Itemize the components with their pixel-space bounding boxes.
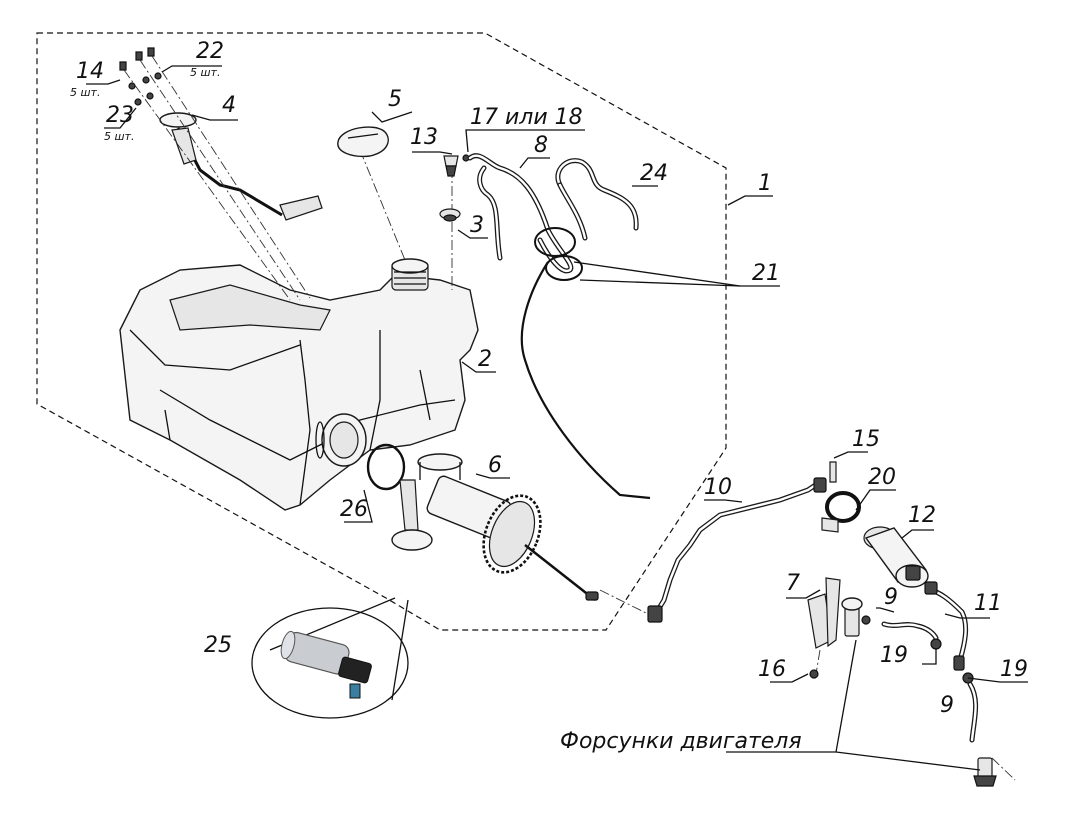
- label-4: 4: [222, 93, 236, 118]
- label-19b: 19: [1000, 657, 1028, 682]
- hose-11: [924, 581, 969, 671]
- label-22: 22: [196, 39, 224, 64]
- vent-hose-24: [555, 158, 639, 241]
- label-3: 3: [470, 213, 484, 238]
- pressure-regulator: [841, 597, 871, 637]
- axis-line-cap: [359, 149, 406, 261]
- label-26: 26: [340, 497, 368, 522]
- nut-16: [809, 669, 819, 679]
- label-19a: 19: [880, 643, 908, 668]
- fuel-pump-module: [391, 453, 599, 601]
- label-12: 12: [908, 503, 936, 528]
- label-20: 20: [868, 465, 896, 490]
- leader-lines: [86, 65, 1028, 771]
- axis-line-screws-2: [139, 59, 301, 301]
- label-21: 21: [752, 261, 780, 286]
- label-24: 24: [640, 161, 668, 186]
- screws-14-22-23: [119, 47, 162, 106]
- note-14-qty: 5 шт.: [70, 86, 100, 99]
- label-25: 25: [204, 633, 232, 658]
- label-10: 10: [704, 475, 732, 500]
- clamp-20: [821, 491, 861, 533]
- label-16: 16: [758, 657, 786, 682]
- fuel-tank: [119, 258, 479, 511]
- label-7: 7: [786, 571, 800, 596]
- label-13: 13: [410, 125, 438, 150]
- fuel-line-10: [647, 477, 827, 623]
- note-23-qty: 5 шт.: [104, 130, 134, 143]
- long-vent-line: [520, 261, 651, 500]
- label-5: 5: [388, 87, 402, 112]
- in-tank-pump-25: [280, 630, 372, 699]
- label-11: 11: [974, 591, 1002, 616]
- bolt-15: [829, 461, 837, 483]
- fuel-filter-12: [863, 526, 929, 588]
- label-23: 23: [106, 103, 134, 128]
- injector-fitting: [973, 757, 1016, 787]
- fuel-level-sender: [159, 112, 323, 221]
- label-17-18: 17 или 18: [470, 105, 583, 130]
- grommet-3: [439, 208, 461, 222]
- note-22-qty: 5 шт.: [190, 66, 220, 79]
- clamp-21-b: [545, 255, 583, 281]
- label-14: 14: [76, 59, 104, 84]
- label-9a: 9: [884, 585, 898, 610]
- callout-circle-25: [251, 607, 409, 719]
- label-2: 2: [478, 347, 492, 372]
- filler-cap: [337, 126, 389, 158]
- axis-line-screws-3: [151, 55, 311, 299]
- hose-9-upper: [881, 621, 939, 641]
- clamp-21-a: [534, 227, 576, 257]
- label-6: 6: [488, 453, 502, 478]
- bracket-7: [807, 577, 841, 681]
- valve-13: [443, 155, 459, 177]
- clamp-19-a: [930, 638, 942, 650]
- label-9b: 9: [940, 693, 954, 718]
- vent-hose-8: [467, 153, 574, 274]
- injectors-caption: Форсунки двигателя: [560, 729, 802, 754]
- axis-line-screws: [123, 69, 291, 301]
- label-8: 8: [534, 133, 548, 158]
- gasket-ring-26: [366, 443, 406, 491]
- assembly-boundary: [36, 32, 727, 631]
- label-1: 1: [758, 171, 772, 196]
- hose-9-lower: [967, 681, 979, 743]
- label-15: 15: [852, 427, 880, 452]
- callout-leader-25b: [391, 599, 409, 701]
